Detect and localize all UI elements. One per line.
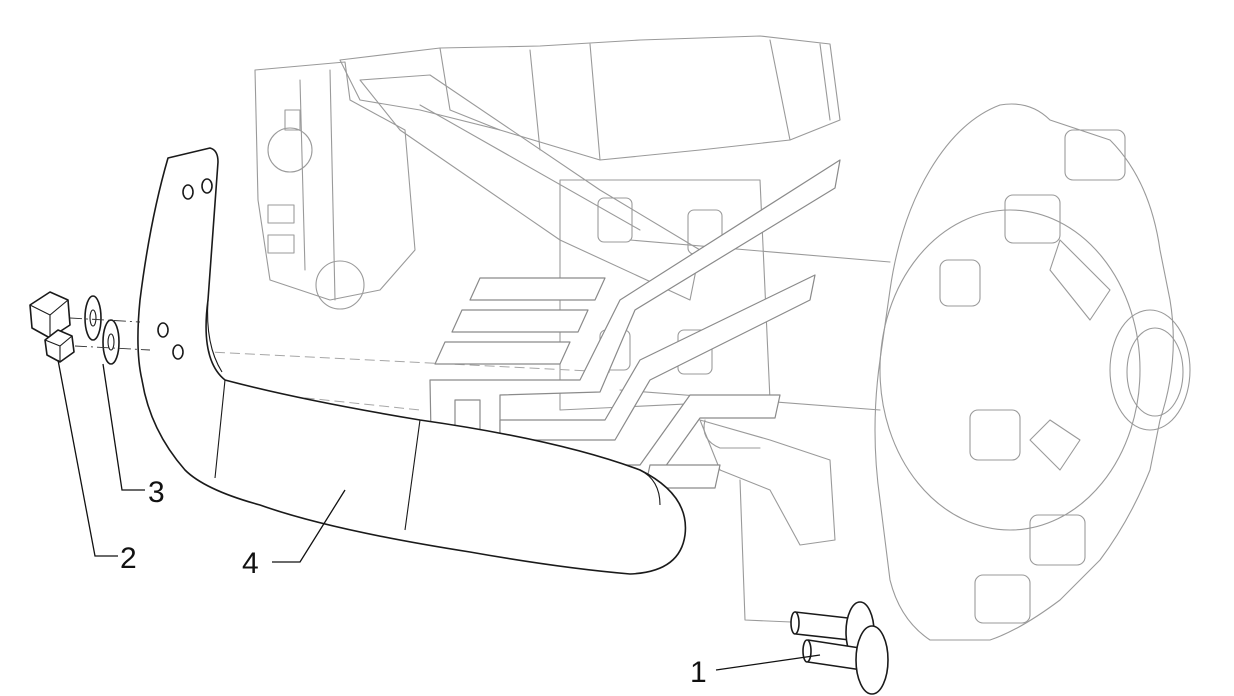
- watermark-logo: [429, 159, 841, 489]
- wheel-hub: [874, 103, 1191, 641]
- callout-2: 2: [120, 542, 137, 575]
- callout-4: 4: [242, 547, 259, 580]
- part-1-bolts: [790, 601, 889, 695]
- leader-2: [57, 359, 118, 557]
- part-2-nuts: [29, 291, 75, 363]
- lower-bracket: [699, 419, 836, 546]
- callout-1: 1: [690, 656, 707, 689]
- bracket-outline: [137, 147, 687, 575]
- assembly-centerlines: [69, 317, 151, 351]
- callout-3: 3: [148, 476, 165, 509]
- leader-1: [715, 654, 821, 671]
- leader-3: [102, 363, 145, 491]
- part-4-bracket: [137, 147, 687, 575]
- control-block: [254, 61, 416, 301]
- support-arm: [359, 74, 701, 301]
- leader-4: [272, 489, 346, 563]
- callout-leaders: [57, 359, 821, 671]
- part-3-washers: [84, 295, 120, 365]
- background-assembly: [169, 35, 1191, 641]
- frame-beam-top: [339, 35, 841, 161]
- callout-labels: 1 2 3 4: [120, 476, 707, 689]
